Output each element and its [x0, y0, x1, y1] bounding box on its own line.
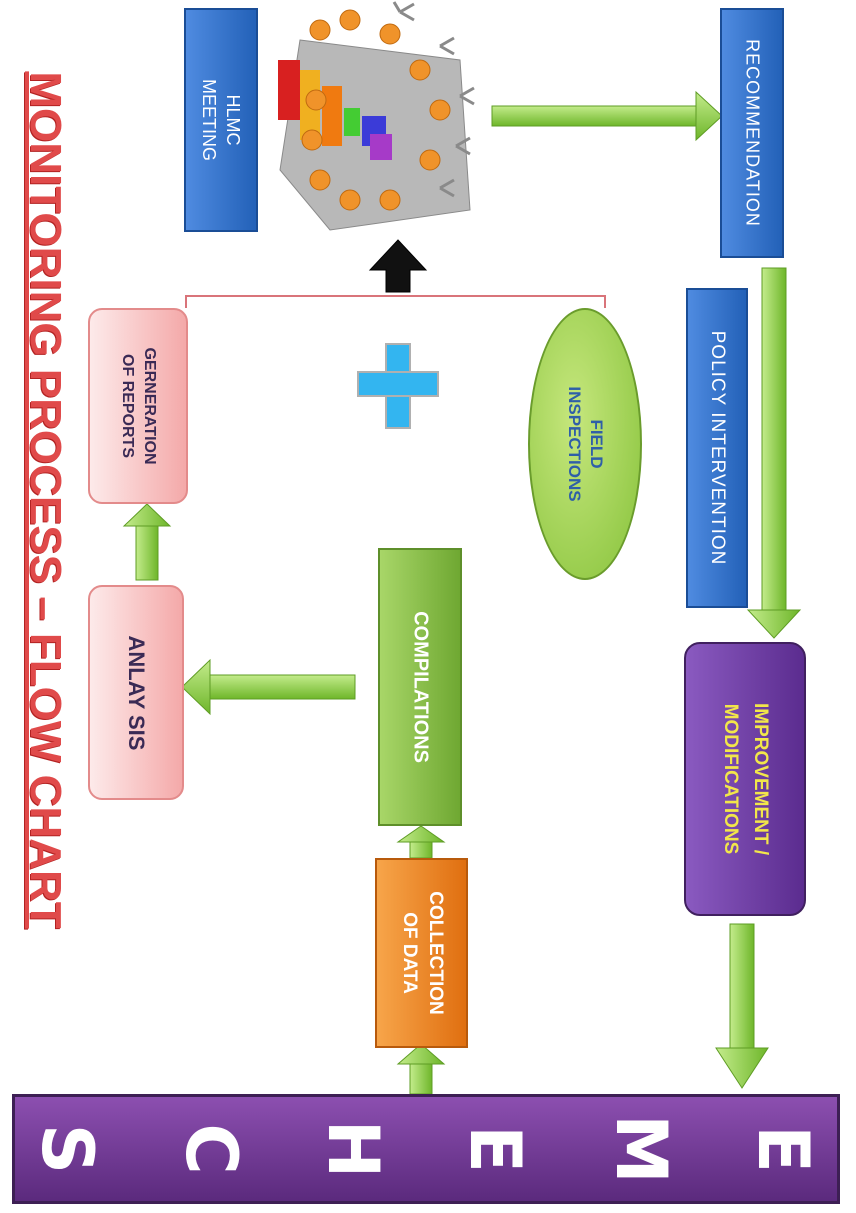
arrow-recommendation-to-improvement: [746, 267, 802, 639]
arrow-compilations-to-analysis: [181, 658, 356, 716]
arrow-improvement-to-scheme: [715, 923, 769, 1089]
field-inspections-oval: FIELD INSPECTIONS: [528, 308, 642, 580]
improvement-box: IMPROVEMENT / MODIFICATIONS: [684, 642, 806, 916]
field-label: FIELD INSPECTIONS: [563, 386, 607, 501]
scheme-letter-2: C: [170, 1123, 252, 1175]
scheme-letter-6: E: [742, 1125, 824, 1173]
scheme-letter-1: S: [26, 1123, 108, 1175]
arrow-analysis-to-reports: [122, 503, 172, 581]
recommendation-box: RECOMMENDATION: [720, 8, 784, 258]
reports-label-line1: GERNERATION: [141, 347, 158, 465]
reports-box: GERNERATION OF REPORTS: [88, 308, 188, 504]
arrow-meeting-to-recommendation: [491, 90, 723, 142]
collection-label-line1: COLLECTION: [424, 891, 446, 1015]
arrow-collection-to-compilations: [396, 825, 446, 859]
hlmc-label-line1: HLMC: [223, 94, 243, 146]
scheme-letter-3: H: [312, 1119, 394, 1179]
analysis-box: ANLAY SIS: [88, 585, 184, 800]
scheme-bar: S C H E M E: [12, 1094, 840, 1204]
reports-label: GERNERATION OF REPORTS: [116, 347, 160, 464]
compilations-box: COMPILATIONS: [378, 548, 462, 826]
policy-label: POLICY INTERVENTION: [707, 330, 728, 566]
collection-label-line2: OF DATA: [398, 912, 420, 994]
field-label-line2: INSPECTIONS: [565, 386, 584, 502]
reports-label-line2: OF REPORTS: [119, 353, 136, 459]
hlmc-label: HLMC MEETING: [197, 79, 245, 161]
meeting-people-icon: [278, 1, 475, 231]
improvement-label-line1: IMPROVEMENT /: [750, 702, 771, 856]
plus-icon: [357, 343, 439, 429]
hlmc-label-line2: MEETING: [199, 78, 219, 162]
arrow-scheme-to-collection: [396, 1043, 446, 1095]
improvement-label: IMPROVEMENT / MODIFICATIONS: [715, 703, 775, 855]
compilations-label: COMPILATIONS: [409, 611, 432, 763]
policy-box: POLICY INTERVENTION: [686, 288, 748, 608]
field-label-line1: FIELD: [587, 419, 606, 469]
merge-connector: [185, 295, 606, 308]
collection-label: COLLECTION OF DATA: [396, 891, 448, 1015]
analysis-label: ANLAY SIS: [124, 635, 149, 750]
scheme-letter-4: E: [454, 1125, 536, 1173]
hlmc-box: HLMC MEETING: [184, 8, 258, 232]
improvement-label-line2: MODIFICATIONS: [720, 703, 741, 855]
recommendation-label: RECOMMENDATION: [742, 39, 763, 227]
up-arrow-icon: [368, 239, 428, 293]
scheme-letter-5: M: [600, 1114, 682, 1184]
collection-box: COLLECTION OF DATA: [375, 858, 468, 1048]
